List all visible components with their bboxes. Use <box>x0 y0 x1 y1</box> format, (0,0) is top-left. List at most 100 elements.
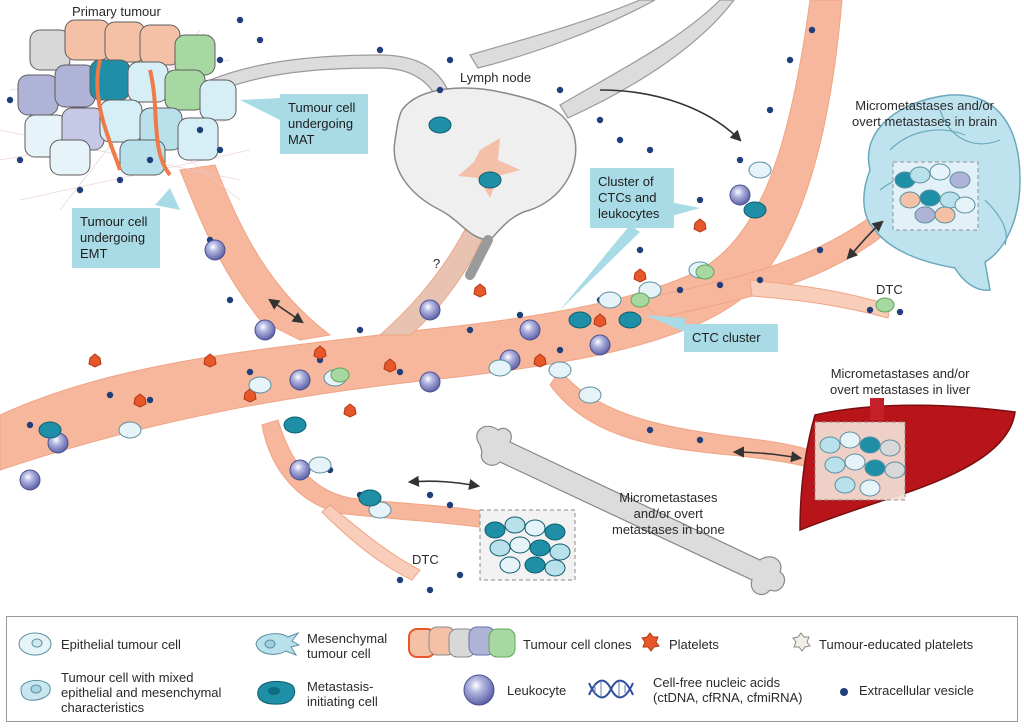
extracellular-vesicle <box>256 36 264 44</box>
emt-callout: Tumour cell undergoing EMT <box>72 208 160 268</box>
platelet <box>243 388 257 403</box>
liver-metastasis-cell <box>824 456 846 474</box>
legend-cell-free-nucleic-acids: Cell-free nucleic acids (ctDNA, cfRNA, c… <box>653 675 803 705</box>
legend-leukocyte: Leukocyte <box>507 683 567 698</box>
tumour-clones-icon <box>408 626 516 658</box>
mesenchymal-cell-icon <box>255 631 300 657</box>
extracellular-vesicle <box>756 276 764 284</box>
extracellular-vesicle <box>226 296 234 304</box>
leukocyte <box>419 371 441 393</box>
epithelial-tumour-cell <box>248 376 272 394</box>
brain-metastasis-cell <box>934 206 956 224</box>
legend-epithelial: Epithelial tumour cell <box>61 637 181 652</box>
legend-mesenchymal: Mesenchymal tumour cell <box>307 631 388 661</box>
leukocyte <box>19 469 41 491</box>
platelet <box>343 403 357 418</box>
tumour-clone-cell <box>875 297 895 313</box>
extracellular-vesicle <box>816 246 824 254</box>
platelet <box>88 353 102 368</box>
bone-metastasis-cell <box>544 523 566 541</box>
extracellular-vesicle <box>786 56 794 64</box>
extracellular-vesicle <box>146 396 154 404</box>
brain-metastases-label: Micrometastases and/or overt metastases … <box>852 98 998 129</box>
extracellular-vesicle <box>426 586 434 594</box>
liver-metastasis-cell <box>844 453 866 471</box>
legend-tumour-clones: Tumour cell clones <box>523 637 632 652</box>
extracellular-vesicle-icon <box>840 688 848 696</box>
metastasis-initiating-cell <box>618 311 642 329</box>
extracellular-vesicle <box>76 186 84 194</box>
legend-tumour-educated-platelets: Tumour-educated platelets <box>819 637 974 652</box>
primary-tumour <box>0 19 251 211</box>
liver-metastasis-cell <box>859 436 881 454</box>
dtc-bone-label: DTC <box>412 552 439 567</box>
extracellular-vesicle <box>696 196 704 204</box>
extracellular-vesicle <box>736 156 744 164</box>
bone-metastasis-cell <box>509 536 531 554</box>
metastasis-initiating-cell <box>358 489 382 507</box>
tumour-clone-cell <box>630 292 650 308</box>
extracellular-vesicle <box>556 346 564 354</box>
extracellular-vesicle <box>556 86 564 94</box>
tumour-clone-cell <box>695 264 715 280</box>
epithelial-tumour-cell <box>548 361 572 379</box>
primary-tumour-label: Primary tumour <box>72 4 161 19</box>
liver-metastasis-cell <box>879 439 901 457</box>
extracellular-vesicle <box>426 491 434 499</box>
extracellular-vesicle <box>436 86 444 94</box>
arrows <box>268 89 884 490</box>
question-mark-label: ? <box>433 256 441 271</box>
extracellular-vesicle <box>596 116 604 124</box>
extracellular-vesicle <box>396 368 404 376</box>
platelet <box>313 345 327 360</box>
brain-metastasis-cell <box>914 206 936 224</box>
ctc-cluster-callout: CTC cluster <box>684 324 778 352</box>
metastasis-initiating-cell-icon <box>257 680 296 705</box>
leukocyte <box>289 459 311 481</box>
extracellular-vesicle <box>616 136 624 144</box>
bone-metastasis-cell <box>524 519 546 537</box>
brain-dtc-vessel <box>749 279 891 319</box>
extracellular-vesicle <box>216 56 224 64</box>
epithelial-tumour-cell <box>118 421 142 439</box>
metastasis-initiating-cell <box>743 201 767 219</box>
epithelial-tumour-cell <box>748 161 772 179</box>
brain-metastasis-cell <box>954 196 976 214</box>
platelet <box>593 313 607 328</box>
leukocyte-icon <box>463 674 495 706</box>
epithelial-tumour-cell <box>488 359 512 377</box>
leukocyte <box>589 334 611 356</box>
extracellular-vesicle <box>866 306 874 314</box>
tumour-drainage-vessel <box>179 164 332 341</box>
dna-icon <box>588 679 634 699</box>
extracellular-vesicle <box>636 246 644 254</box>
liver-metastasis-cell <box>859 479 881 497</box>
metastasis-initiating-cell <box>568 311 592 329</box>
mat-callout: Tumour cell undergoing MAT <box>280 94 368 154</box>
platelet <box>473 283 487 298</box>
bone-dtc-vessel <box>321 504 421 581</box>
liver-metastasis-cell <box>819 436 841 454</box>
extracellular-vesicle <box>896 308 904 316</box>
dtc-brain-label: DTC <box>876 282 903 297</box>
extracellular-vesicle <box>146 156 154 164</box>
legend: Epithelial tumour cell Tumour cell with … <box>6 616 1018 722</box>
lymph-node-label: Lymph node <box>460 70 532 85</box>
bone-metastases-label: Micrometastases and/or overt metastases … <box>612 490 725 537</box>
brain-metastasis-cell <box>899 191 921 209</box>
liver-vessel <box>549 369 816 469</box>
epithelial-tumour-cell <box>578 386 602 404</box>
leukocyte <box>519 319 541 341</box>
metastasis-diagram <box>0 0 1021 595</box>
extracellular-vesicle <box>106 391 114 399</box>
leukocyte <box>289 369 311 391</box>
extracellular-vesicle <box>26 421 34 429</box>
extracellular-vesicle <box>446 56 454 64</box>
legend-metastasis-initiating: Metastasis- initiating cell <box>307 679 378 709</box>
metastasis-initiating-cell <box>283 416 307 434</box>
bone-metastasis-cell <box>499 556 521 574</box>
bone-metastasis-cell <box>504 516 526 534</box>
platelet <box>133 393 147 408</box>
brain-metastasis-cell <box>929 163 951 181</box>
extracellular-vesicle <box>356 326 364 334</box>
